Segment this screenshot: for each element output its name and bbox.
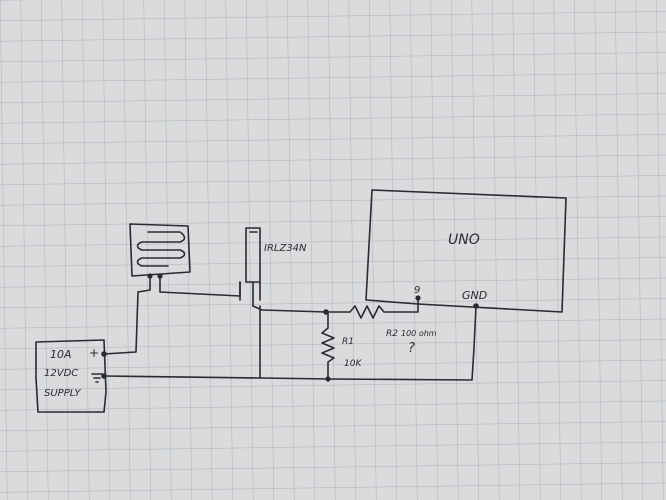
- r2-value-label: 100 ohm: [401, 329, 437, 338]
- resistor-r1: [321, 311, 335, 380]
- ground-icon: [91, 373, 103, 383]
- question-mark: ?: [408, 341, 415, 356]
- wire-r2-to-pin9: [399, 297, 419, 313]
- uno-board-box: [365, 189, 567, 313]
- junction-dot: [473, 303, 479, 309]
- pin-9-label: 9: [414, 285, 420, 296]
- junction-dot: [415, 295, 421, 301]
- r1-name-label: R1: [342, 337, 354, 347]
- junction-dot: [147, 273, 153, 279]
- resistor-r2: [325, 305, 401, 319]
- junction-dot: [101, 373, 107, 379]
- heater-coil: [136, 231, 186, 267]
- heater-element-box: [129, 223, 191, 277]
- uno-label: UNO: [448, 232, 480, 248]
- wire-ground-rail: [103, 305, 477, 381]
- supply-label-line-1: 10A: [50, 348, 72, 361]
- wire-heater-to-drain: [159, 275, 241, 297]
- wire-supply-plus-to-heater: [103, 275, 151, 355]
- junction-dot: [325, 376, 331, 382]
- mosfet-label: IRLZ34N: [264, 243, 307, 254]
- gnd-label: GND: [462, 289, 487, 302]
- wire-gate-to-r1-node: [252, 305, 327, 313]
- r1-value-label: 10K: [344, 359, 362, 369]
- supply-plus-label: +: [89, 346, 99, 360]
- power-supply-box: [35, 339, 107, 413]
- r2-name-label: R2: [386, 329, 398, 339]
- supply-label-line-3: SUPPLY: [44, 388, 81, 399]
- junction-dot: [157, 273, 163, 279]
- supply-label-line-2: 12VDC: [44, 368, 78, 379]
- junction-dot: [323, 309, 329, 315]
- junction-dot: [101, 351, 107, 357]
